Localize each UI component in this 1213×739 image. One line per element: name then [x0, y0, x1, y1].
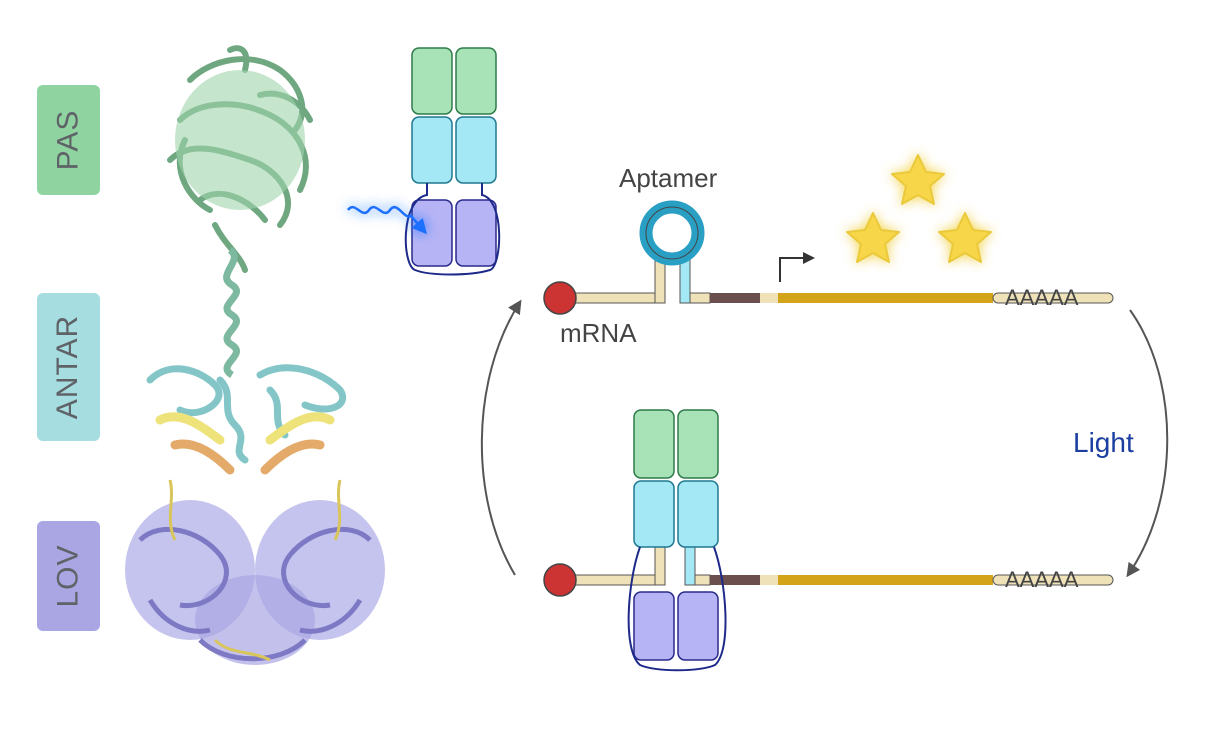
helix-stalk: [223, 247, 240, 379]
light-arrow: [1126, 309, 1169, 578]
light-wave-icon: [346, 205, 427, 235]
polya-top-label: AAAAA: [1005, 285, 1079, 310]
lov-domain-tag: LOV: [37, 521, 100, 631]
pas-domain-tag: PAS: [37, 85, 100, 195]
star-icon: [846, 154, 992, 263]
dimer-top: [404, 47, 501, 276]
mrna-bottom: AAAAA: [543, 544, 1114, 597]
dimer-bottom: [627, 409, 727, 672]
antar-domain-tag: ANTAR: [37, 293, 100, 441]
antar-structure: [146, 364, 346, 464]
protein-structure: [125, 45, 385, 665]
mrna-top: AAAAA: [543, 200, 1114, 315]
polya-bottom-label: AAAAA: [1005, 567, 1079, 592]
transcription-arrow-icon: [779, 252, 815, 282]
lov-structure: [125, 479, 385, 665]
light-label: Light: [1073, 427, 1134, 458]
aptamer-label: Aptamer: [619, 163, 718, 193]
mrna-label: mRNA: [560, 318, 637, 348]
reverse-arrow: [480, 299, 522, 576]
